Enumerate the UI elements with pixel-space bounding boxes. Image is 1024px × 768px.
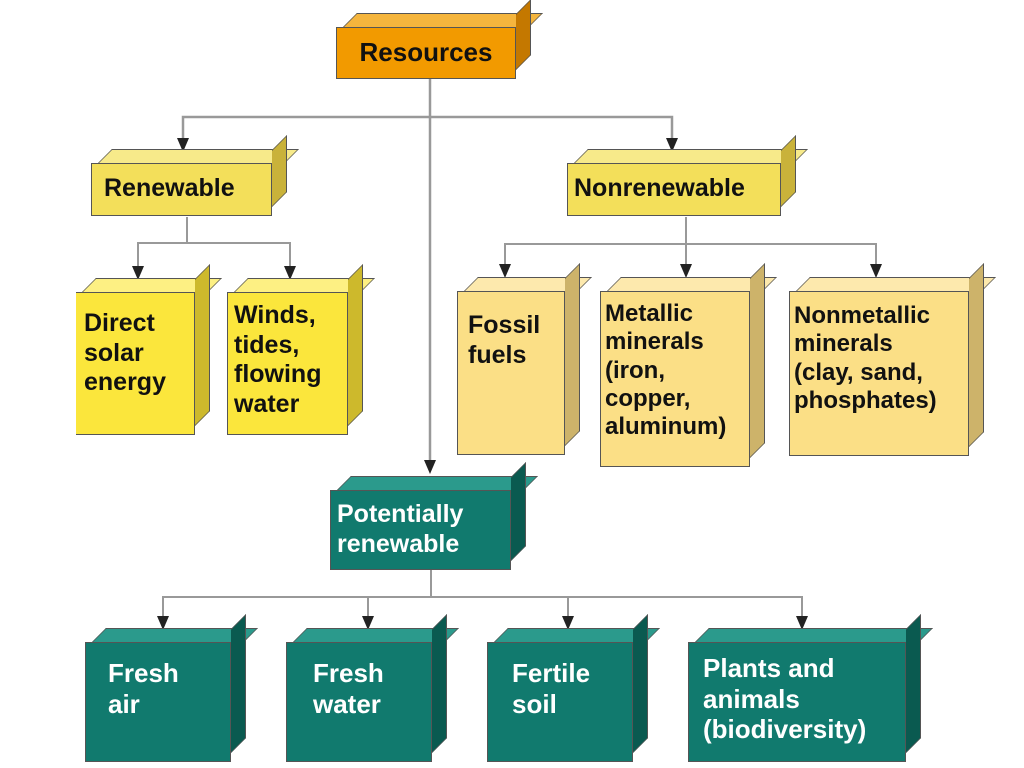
node-direct-solar-energy-label: Direct solar energy xyxy=(84,309,166,396)
node-nonmetallic-minerals: Nonmetallic minerals (clay, sand, phosph… xyxy=(789,263,996,456)
node-fresh-air-label: Fresh air xyxy=(108,658,179,719)
node-nonmetallic-minerals-label: Nonmetallic minerals (clay, sand, phosph… xyxy=(794,302,937,414)
arrowhead-nonmetallic xyxy=(870,264,882,278)
node-fresh-air: Fresh air xyxy=(85,614,258,762)
arrowhead-winds xyxy=(284,266,296,280)
connector-root-branch xyxy=(181,115,674,140)
connector-nonrenewable-branch xyxy=(504,243,877,266)
arrowhead-metallic xyxy=(680,264,692,278)
arrowhead-direct-solar xyxy=(132,266,144,280)
arrowhead-plants xyxy=(796,616,808,630)
node-winds-tides-label: Winds, tides, flowing water xyxy=(234,301,322,418)
arrowhead-nonrenewable xyxy=(666,138,678,152)
node-fossil-fuels: Fossil fuels xyxy=(457,263,592,455)
connector-potential-branch xyxy=(162,596,803,618)
node-renewable-label: Renewable xyxy=(104,174,235,202)
node-plants-animals: Plants and animals (biodiversity) xyxy=(688,614,933,762)
node-renewable: Renewable xyxy=(91,135,299,216)
arrowhead-fertile-soil xyxy=(562,616,574,630)
node-nonrenewable-label: Nonrenewable xyxy=(574,174,745,202)
connector-renewable-branch xyxy=(137,242,291,268)
node-winds-tides: Winds, tides, flowing water xyxy=(227,264,375,435)
arrowhead-fresh-water xyxy=(362,616,374,630)
node-nonrenewable: Nonrenewable xyxy=(567,135,808,216)
node-fertile-soil: Fertile soil xyxy=(487,614,660,762)
node-resources-label: Resources xyxy=(359,37,493,67)
node-fresh-water-label: Fresh water xyxy=(313,658,384,719)
arrowhead-fossil xyxy=(499,264,511,278)
node-fossil-fuels-label: Fossil fuels xyxy=(468,311,541,369)
node-metallic-minerals-label: Metallic minerals (iron, copper, aluminu… xyxy=(605,300,727,441)
arrowhead-potentially-renewable xyxy=(424,460,436,474)
node-fertile-soil-label: Fertile soil xyxy=(512,658,591,719)
node-potentially-renewable-label: Potentially renewable xyxy=(337,500,464,558)
node-metallic-minerals: Metallic minerals (iron, copper, aluminu… xyxy=(600,263,777,467)
node-direct-solar-energy: Direct solar energy xyxy=(76,264,222,435)
arrowhead-fresh-air xyxy=(157,616,169,630)
node-resources: Resources xyxy=(336,0,543,79)
node-fresh-water: Fresh water xyxy=(286,614,459,762)
node-plants-animals-label: Plants and animals (biodiversity) xyxy=(703,653,867,745)
arrowhead-renewable xyxy=(177,138,189,152)
node-potentially-renewable: Potentially renewable xyxy=(330,462,538,570)
